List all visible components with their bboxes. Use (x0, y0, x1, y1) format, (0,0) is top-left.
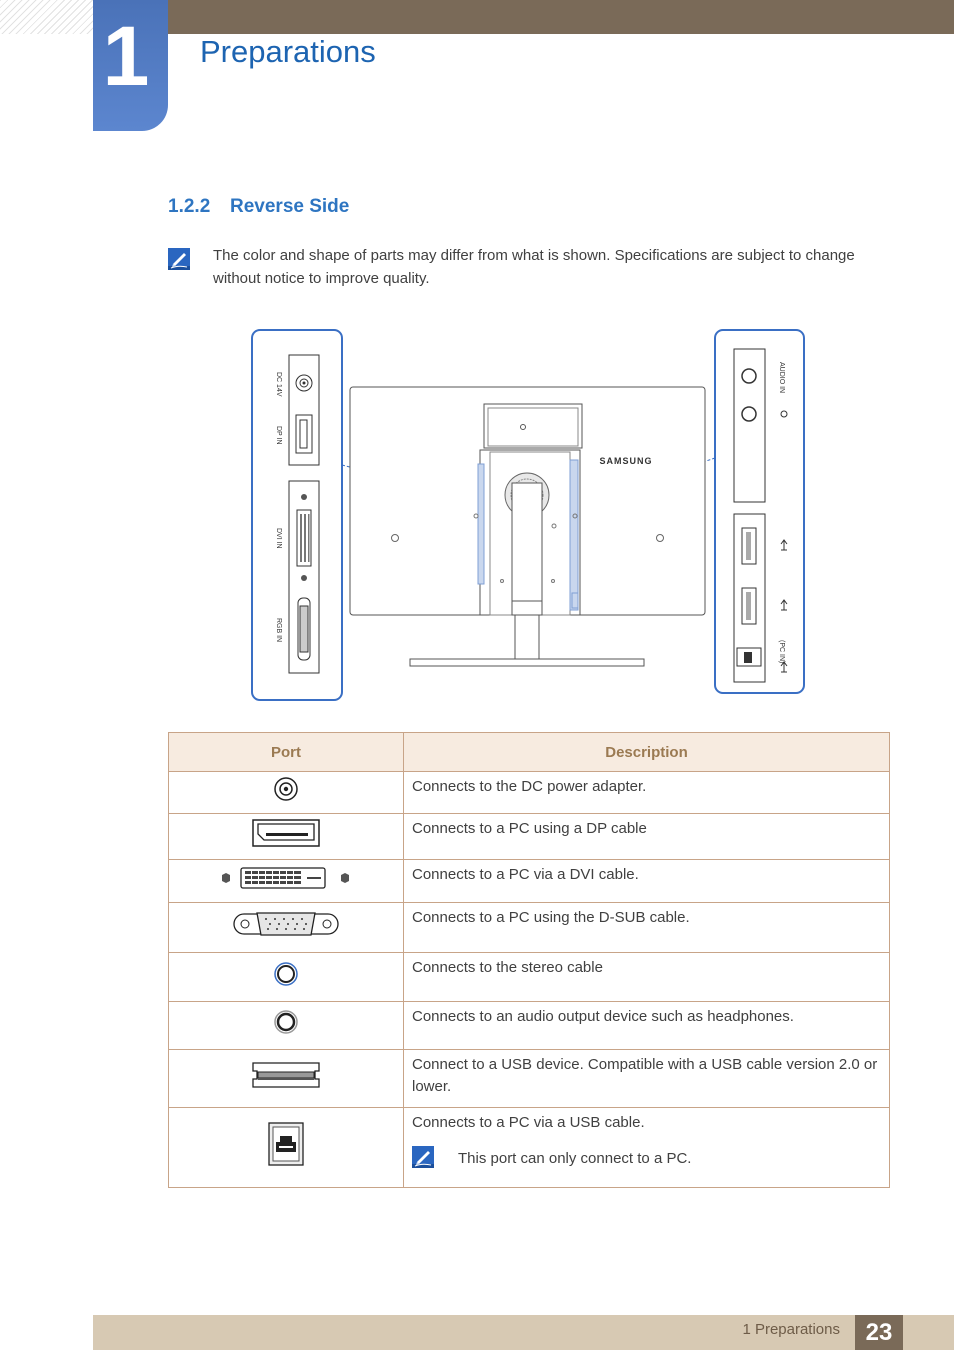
row-note: This port can only connect to a PC. (412, 1146, 881, 1174)
section-title: Reverse Side (230, 196, 350, 217)
dsub-port-icon (233, 912, 339, 936)
usb-a-port-icon (252, 1062, 320, 1088)
row-description: Connect to a USB device. Compatible with… (403, 1049, 890, 1108)
table-header-row: Port Description (168, 732, 890, 772)
row-description: Connects to the stereo cable (403, 952, 890, 1002)
ports-table: Port Description Connects to the DC powe… (168, 732, 890, 1188)
corner-hatch-decoration (0, 0, 93, 34)
header-bar (168, 0, 954, 34)
label-rgb-in: RGB IN (275, 618, 282, 642)
page-number: 23 (855, 1315, 903, 1350)
row-description: Connects to a PC via a USB cable. (412, 1114, 645, 1131)
row-description: Connects to the DC power adapter. (403, 771, 890, 814)
row-description: Connects to an audio output device such … (403, 1001, 890, 1050)
table-row: Connects to an audio output device such … (168, 1001, 890, 1050)
note-text: The color and shape of parts may differ … (213, 247, 855, 287)
label-audio-in: AUDIO IN (778, 362, 785, 393)
displayport-icon (252, 819, 320, 847)
row-note-text: This port can only connect to a PC. (458, 1150, 692, 1167)
chapter-title: Preparations (200, 34, 376, 69)
table-row: Connects to a PC via a DVI cable. (168, 859, 890, 903)
label-pc-in: (PC IN) (778, 640, 785, 663)
audio-in-jack-icon (274, 961, 298, 986)
headphone-jack-icon (274, 1010, 298, 1034)
header-description: Description (403, 732, 890, 772)
row-description: Connects to a PC using a DP cable (403, 813, 890, 860)
footer-bar (93, 1315, 954, 1350)
table-row: Connects to a PC using a DP cable (168, 813, 890, 860)
table-row: Connects to a PC via a USB cable. This p… (168, 1107, 890, 1188)
table-row: Connects to a PC using the D-SUB cable. (168, 902, 890, 953)
row-description: Connects to a PC using the D-SUB cable. (403, 902, 890, 953)
chapter-tab (93, 0, 168, 131)
note-pencil-icon (412, 1146, 434, 1168)
brand-logo: SAMSUNG (599, 456, 652, 466)
dvi-port-icon (222, 866, 349, 889)
table-row: Connect to a USB device. Compatible with… (168, 1049, 890, 1108)
table-row: Connects to the DC power adapter. (168, 771, 890, 814)
label-dc-14v: DC 14V (275, 372, 282, 397)
footer-chapter-label: 1 Preparations (742, 1321, 840, 1338)
header-port: Port (168, 732, 404, 772)
chapter-number: 1 (102, 9, 150, 103)
monitor-rear-diagram: DC 14V DP IN DVI IN RGB IN AUDIO IN (PC … (251, 329, 805, 701)
label-dvi-in: DVI IN (275, 528, 282, 549)
note-pencil-icon (168, 248, 190, 270)
usb-b-port-icon (268, 1122, 304, 1166)
label-dp-in: DP IN (275, 426, 282, 445)
dc-power-port-icon (274, 777, 298, 801)
section-number: 1.2.2 (168, 196, 211, 217)
table-row: Connects to the stereo cable (168, 952, 890, 1002)
section-heading: 1.2.2 Reverse Side (168, 196, 349, 218)
row-description: Connects to a PC via a DVI cable. (403, 859, 890, 903)
